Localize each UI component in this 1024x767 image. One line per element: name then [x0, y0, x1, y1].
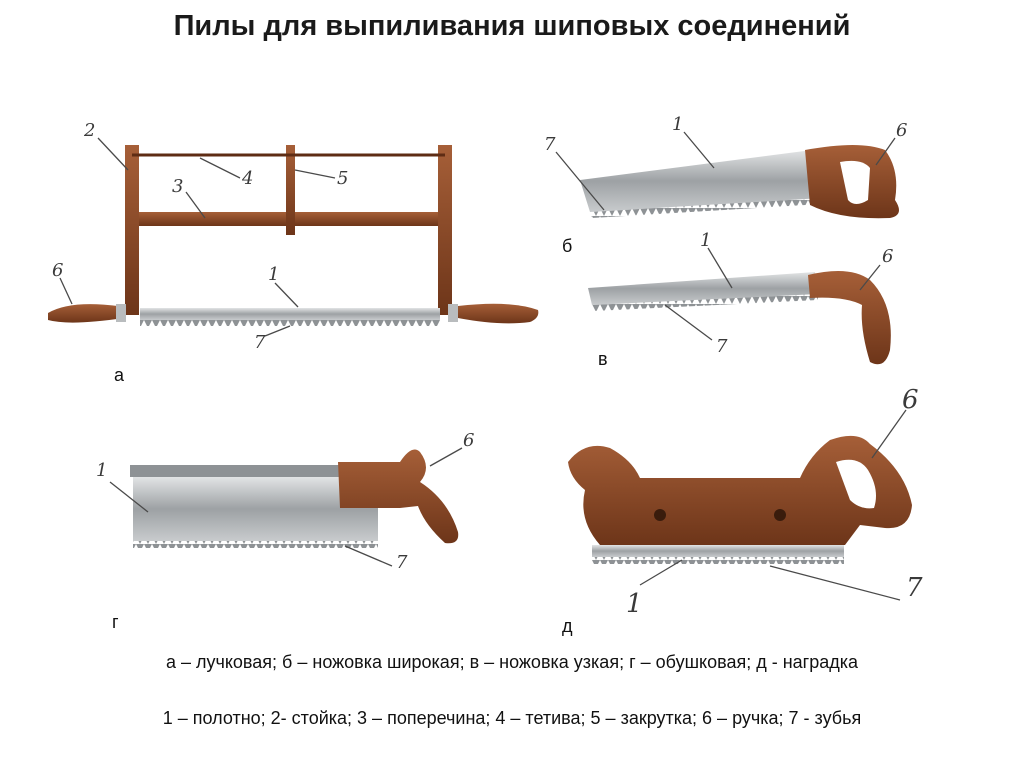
figure-letter-d: д	[562, 616, 573, 636]
narrow-handsaw-label-7: 7	[716, 336, 728, 357]
narrow-handsaw-handle	[808, 271, 891, 365]
narrow-handsaw-teeth	[592, 294, 818, 311]
bow-saw-right-clamp	[448, 304, 458, 322]
tenon-saw-teeth	[592, 557, 844, 564]
bow-saw-left-handle	[48, 304, 124, 323]
caption-saw-parts: 1 – полотно; 2- стойка; 3 – поперечина; …	[162, 708, 862, 728]
wide-handsaw: 1 7 6 б	[544, 114, 907, 256]
bow-saw-right-handle	[458, 303, 539, 324]
tenon-saw: 1 7 6 д	[562, 385, 923, 636]
back-saw: 1 7 6 г	[96, 430, 474, 632]
bow-saw-label-2: 2	[83, 120, 95, 141]
figure-letter-g: г	[112, 612, 119, 632]
figure-letter-a: а	[114, 365, 125, 385]
tenon-saw-rivet-right	[774, 509, 786, 521]
bow-saw-teeth	[140, 320, 440, 326]
tenon-saw-body	[568, 435, 912, 545]
bow-saw-label-1: 1	[268, 264, 279, 285]
bow-saw: 2 3 4 5 1 6 7 а	[48, 120, 539, 385]
bow-saw-label-5: 5	[337, 168, 348, 189]
bow-saw-left-clamp	[116, 304, 126, 322]
bow-saw-right-post	[438, 145, 452, 315]
bow-saw-blade	[140, 308, 440, 320]
wide-handsaw-label-7: 7	[544, 134, 556, 155]
back-saw-label-1: 1	[96, 460, 107, 481]
wide-handsaw-label-1: 1	[672, 114, 683, 135]
back-saw-label-6: 6	[463, 430, 474, 451]
bow-saw-label-6: 6	[52, 260, 63, 281]
wide-handsaw-blade	[580, 150, 822, 212]
wide-handsaw-teeth	[590, 198, 822, 218]
wide-handsaw-label-6: 6	[896, 120, 907, 141]
page-title: Пилы для выпиливания шиповых соединений	[173, 10, 851, 42]
figure-letter-v: в	[598, 349, 608, 369]
narrow-handsaw-blade	[588, 272, 818, 305]
bow-saw-twist-stick	[286, 145, 295, 235]
bow-saw-label-7: 7	[254, 332, 266, 353]
bow-saw-left-post	[125, 145, 139, 315]
tenon-saw-label-1: 1	[626, 589, 643, 619]
narrow-handsaw-label-6: 6	[882, 246, 893, 267]
caption-saw-types: а – лучковая; б – ножовка широкая; в – н…	[165, 652, 859, 672]
bow-saw-label-3: 3	[172, 176, 183, 197]
tenon-saw-label-7: 7	[906, 573, 923, 603]
tenon-saw-label-6: 6	[902, 385, 919, 415]
back-saw-spine	[130, 465, 380, 477]
figure-letter-b: б	[562, 236, 572, 256]
tenon-saw-rivet-left	[654, 509, 666, 521]
back-saw-label-7: 7	[396, 552, 408, 573]
tenon-saw-blade	[592, 545, 844, 557]
narrow-handsaw-label-1: 1	[700, 230, 711, 251]
narrow-handsaw: 1 7 6 в	[588, 230, 893, 369]
back-saw-handle	[338, 449, 459, 544]
back-saw-blade	[133, 477, 378, 541]
back-saw-teeth	[133, 541, 378, 548]
bow-saw-label-4: 4	[241, 168, 253, 189]
